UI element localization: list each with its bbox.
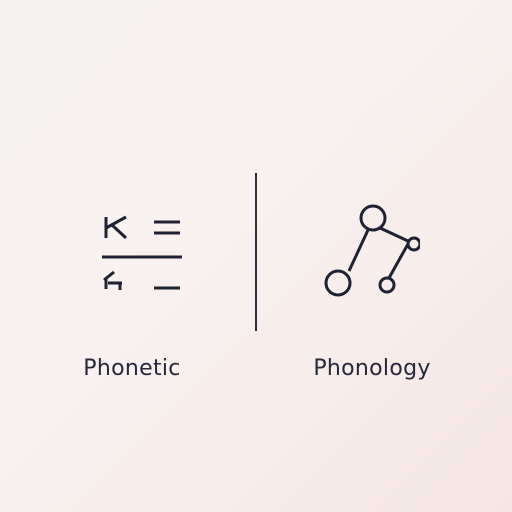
phonology-label: Phonology [313, 356, 431, 381]
phonology-panel: Phonology [257, 0, 512, 512]
phonetic-panel: Phonetic [0, 0, 255, 512]
node-network-icon [324, 204, 420, 297]
phonetic-label: Phonetic [83, 356, 181, 381]
phonetic-notation-icon [102, 215, 182, 290]
vertical-divider [255, 173, 257, 331]
